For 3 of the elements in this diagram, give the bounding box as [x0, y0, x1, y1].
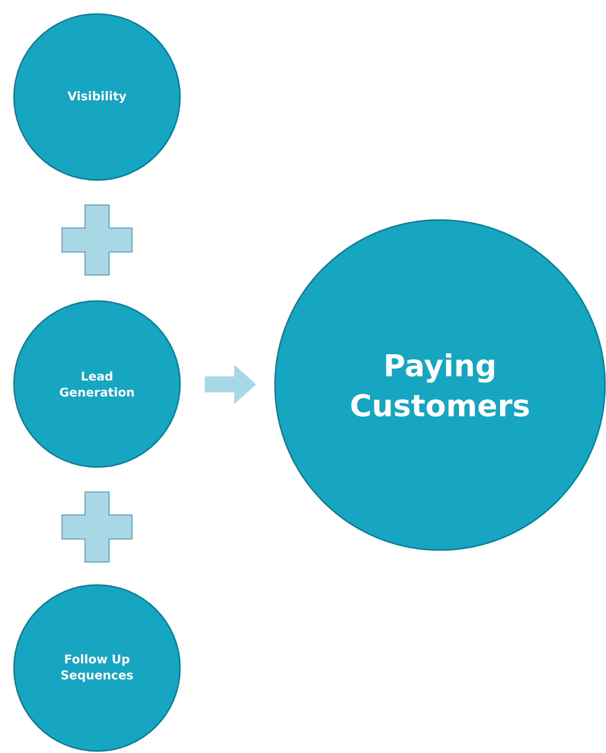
circle-node: Visibility	[13, 13, 181, 181]
circle-node: Lead Generation	[13, 300, 181, 468]
circle-node: Follow Up Sequences	[13, 584, 181, 752]
